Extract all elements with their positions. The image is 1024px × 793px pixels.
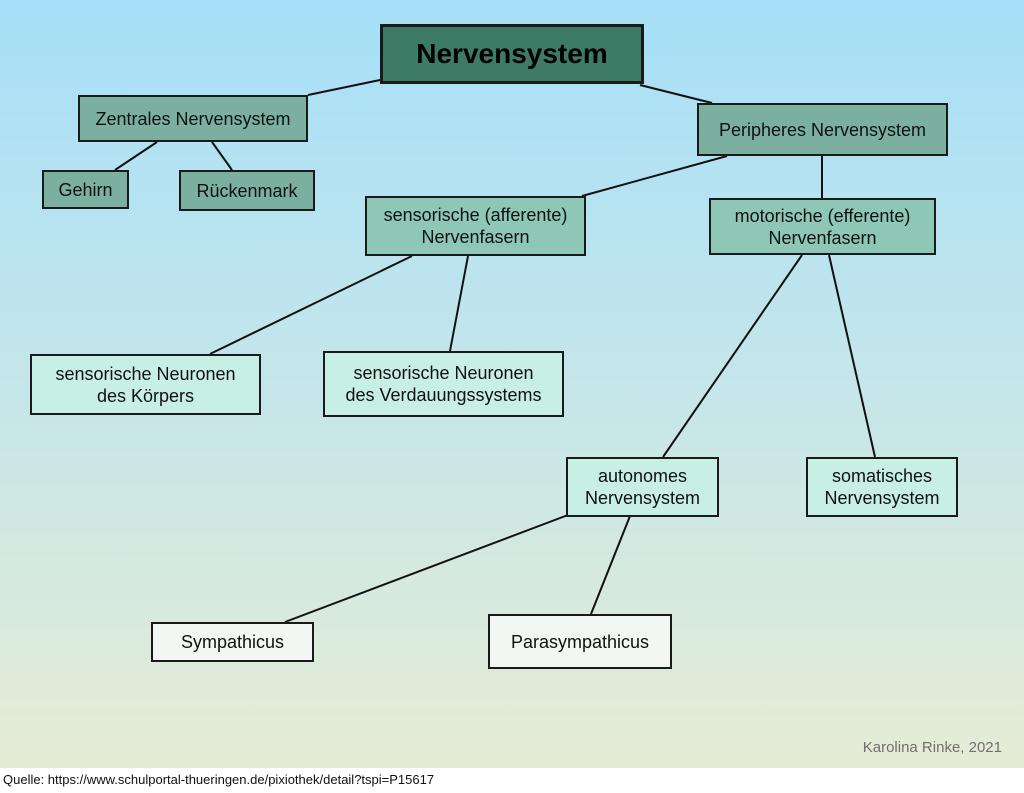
node-sensorische-neuronen-koerper: sensorische Neuronen des Körpers (30, 354, 261, 415)
node-nervensystem: Nervensystem (380, 24, 644, 84)
node-sensorische-neuronen-verdauung: sensorische Neuronen des Verdauungssyste… (323, 351, 564, 417)
edge-root-zns (307, 79, 381, 96)
node-gehirn: Gehirn (42, 170, 129, 209)
edge-motorisch-somatisch (828, 254, 876, 458)
source-caption: Quelle: https://www.schulportal-thuering… (3, 772, 435, 787)
node-sympathicus: Sympathicus (151, 622, 314, 662)
node-peripheres-nervensystem: Peripheres Nervensystem (697, 103, 948, 156)
edge-zns-rueckenmark (211, 141, 233, 171)
edge-sensorisch-koerper (209, 255, 413, 355)
edge-motorisch-autonom (662, 254, 803, 458)
edge-autonom-sympathicus (284, 514, 569, 623)
edge-root-pns (639, 84, 713, 104)
node-parasympathicus: Parasympathicus (488, 614, 672, 669)
node-motorische-nervenfasern: motorische (efferente) Nervenfasern (709, 198, 936, 255)
node-somatisches-nervensystem: somatisches Nervensystem (806, 457, 958, 517)
node-zentrales-nervensystem: Zentrales Nervensystem (78, 95, 308, 142)
edge-zns-gehirn (114, 141, 158, 171)
author-credit: Karolina Rinke, 2021 (862, 739, 1002, 756)
diagram-canvas: Nervensystem Zentrales Nervensystem Gehi… (0, 0, 1024, 768)
edge-sensorisch-verdauung (449, 255, 469, 352)
node-rueckenmark: Rückenmark (179, 170, 315, 211)
edge-pns-sensorisch (581, 155, 728, 197)
node-autonomes-nervensystem: autonomes Nervensystem (566, 457, 719, 517)
node-sensorische-nervenfasern: sensorische (afferente) Nervenfasern (365, 196, 586, 256)
connector-lines (114, 79, 876, 623)
edge-autonom-parasympathicus (590, 515, 631, 615)
